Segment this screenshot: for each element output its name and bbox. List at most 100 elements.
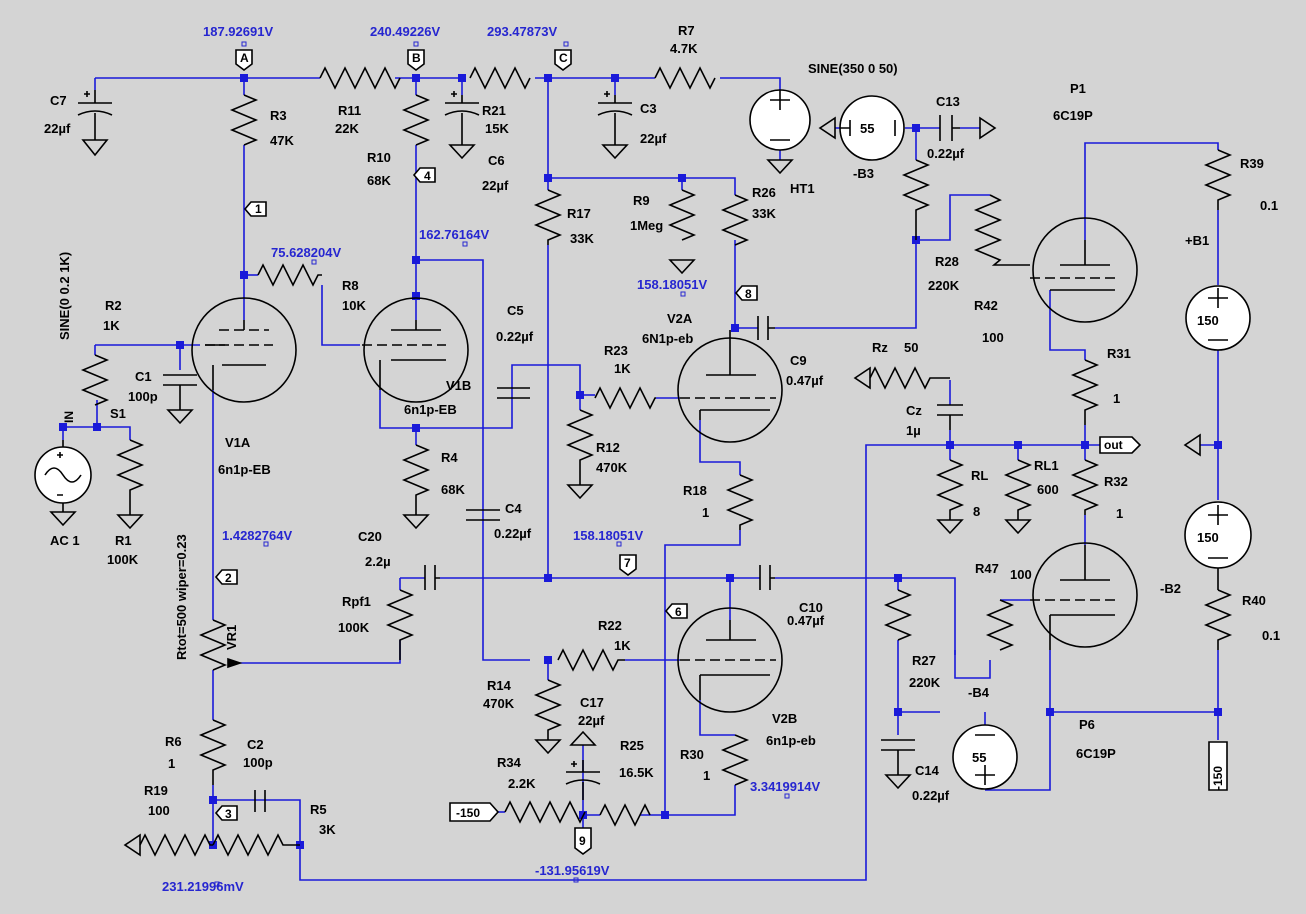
capacitors bbox=[77, 90, 963, 812]
tube-P1 bbox=[1030, 217, 1138, 323]
label-R12-name: R12 bbox=[596, 440, 620, 455]
label-S1: S1 bbox=[110, 406, 126, 421]
flag-8: 8 bbox=[734, 285, 758, 301]
label-IN-source: SINE(0 0.2 1K) bbox=[57, 252, 72, 340]
resistor-R25 bbox=[599, 803, 651, 827]
label-V1A-name: V1A bbox=[225, 435, 251, 450]
svg-text:B: B bbox=[412, 51, 421, 65]
tube-P6 bbox=[1030, 542, 1138, 650]
resistor-R23 bbox=[594, 386, 656, 410]
label-R31-value: 1 bbox=[1113, 391, 1120, 406]
label-R2-value: 1K bbox=[103, 318, 120, 333]
label-P6-value: 6C19P bbox=[1076, 746, 1116, 761]
resistor-R42 bbox=[973, 194, 1030, 266]
label-Rz-value: 50 bbox=[904, 340, 918, 355]
resistor-RL bbox=[935, 459, 965, 520]
svg-text:7: 7 bbox=[624, 556, 631, 570]
label-IN-ac: AC 1 bbox=[50, 533, 80, 548]
label-Rz-name: Rz bbox=[872, 340, 888, 355]
resistor-R6 bbox=[198, 719, 228, 785]
label-C13-name: C13 bbox=[936, 94, 960, 109]
svg-text:-150: -150 bbox=[456, 806, 480, 820]
resistor-R40 bbox=[1203, 589, 1233, 650]
resistor-R2 bbox=[80, 354, 110, 406]
ground-symbol bbox=[166, 409, 194, 425]
resistor-R34 bbox=[504, 800, 586, 824]
capacitor-C2 bbox=[254, 790, 266, 812]
ground-symbol bbox=[884, 774, 912, 790]
flag-1: 1 bbox=[243, 201, 267, 217]
resistor-R11 bbox=[319, 66, 401, 90]
resistor-R5 bbox=[212, 833, 300, 857]
label-C6-name: C6 bbox=[488, 153, 505, 168]
component-labels: C7 22µf R3 47K R11 22K R10 68K R21 15K C… bbox=[44, 23, 1280, 837]
net-flags: A B C 1 4 8 2 7 6 3 9 out -150 -150 IN bbox=[62, 49, 1228, 855]
capacitor-C9 bbox=[757, 316, 775, 340]
label-R10-name: R10 bbox=[367, 150, 391, 165]
label-R11-value: 22K bbox=[335, 121, 359, 136]
label-R10-value: 68K bbox=[367, 173, 391, 188]
label-C14-value: 0.22µf bbox=[912, 788, 950, 803]
resistor-R12 bbox=[565, 409, 595, 485]
tubes bbox=[191, 217, 1138, 713]
ground-symbol bbox=[566, 484, 594, 500]
ground-symbol bbox=[668, 259, 696, 275]
label-R1-name: R1 bbox=[115, 533, 132, 548]
source-B2 bbox=[1184, 501, 1252, 590]
flag-7: 7 bbox=[619, 554, 637, 576]
label-V1B-name: V1B bbox=[446, 378, 471, 393]
label-R18-value: 1 bbox=[702, 505, 709, 520]
polarity-marks bbox=[84, 91, 610, 767]
label-B4-value: 55 bbox=[972, 750, 986, 765]
label-C7-name: C7 bbox=[50, 93, 67, 108]
capacitor-C20 bbox=[424, 565, 440, 590]
flag-neg150-left: -150 bbox=[449, 802, 500, 822]
ground-symbol bbox=[818, 116, 836, 140]
label-V2B-name: V2B bbox=[772, 711, 797, 726]
label-C1-value: 100p bbox=[128, 389, 158, 404]
capacitor-C10 bbox=[759, 565, 775, 590]
svg-text:2: 2 bbox=[225, 571, 232, 585]
capacitor-C3 bbox=[597, 95, 633, 145]
label-C5-name: C5 bbox=[507, 303, 524, 318]
label-Rpf1-name: Rpf1 bbox=[342, 594, 371, 609]
resistor-R9 bbox=[667, 189, 697, 241]
label-R27-value: 220K bbox=[909, 675, 941, 690]
capacitor-C13 bbox=[939, 115, 960, 141]
resistor-R18 bbox=[725, 474, 755, 530]
label-R34-value: 2.2K bbox=[508, 776, 536, 791]
svg-text:9: 9 bbox=[579, 834, 586, 848]
label-R30-value: 1 bbox=[703, 768, 710, 783]
svg-text:-150: -150 bbox=[1211, 766, 1225, 790]
label-RL-value: 8 bbox=[973, 504, 980, 519]
flag-C: C bbox=[554, 49, 572, 71]
label-R9-value: 1Meg bbox=[630, 218, 663, 233]
ground-symbol bbox=[601, 144, 629, 160]
ground-symbol bbox=[766, 159, 794, 175]
resistor-R21 bbox=[469, 66, 531, 90]
label-Rpf1-value: 100K bbox=[338, 620, 370, 635]
label-C1-name: C1 bbox=[135, 369, 152, 384]
voltage-node4: 162.76164V bbox=[419, 227, 489, 242]
label-R25-name: R25 bbox=[620, 738, 644, 753]
ground-symbol bbox=[81, 139, 109, 157]
label-R1-value: 100K bbox=[107, 552, 139, 567]
label-R11-name: R11 bbox=[338, 103, 361, 118]
label-RL1-value: 600 bbox=[1037, 482, 1059, 497]
source-B3 bbox=[839, 95, 905, 161]
label-R23-value: 1K bbox=[614, 361, 631, 376]
sources bbox=[34, 89, 1252, 790]
label-C2-value: 100p bbox=[243, 755, 273, 770]
ground-symbol bbox=[979, 116, 997, 140]
tube-V1B bbox=[362, 297, 469, 403]
resistor-R26 bbox=[720, 194, 750, 246]
capacitor-Cz bbox=[937, 404, 963, 430]
label-R40-name: R40 bbox=[1242, 593, 1266, 608]
label-C3-value: 22µf bbox=[640, 131, 667, 146]
resistors bbox=[80, 66, 1233, 857]
label-R7-name: R7 bbox=[678, 23, 695, 38]
capacitor-C1 bbox=[163, 374, 197, 410]
label-B2-name: -B2 bbox=[1160, 581, 1181, 596]
label-R42-value: 100 bbox=[982, 330, 1004, 345]
